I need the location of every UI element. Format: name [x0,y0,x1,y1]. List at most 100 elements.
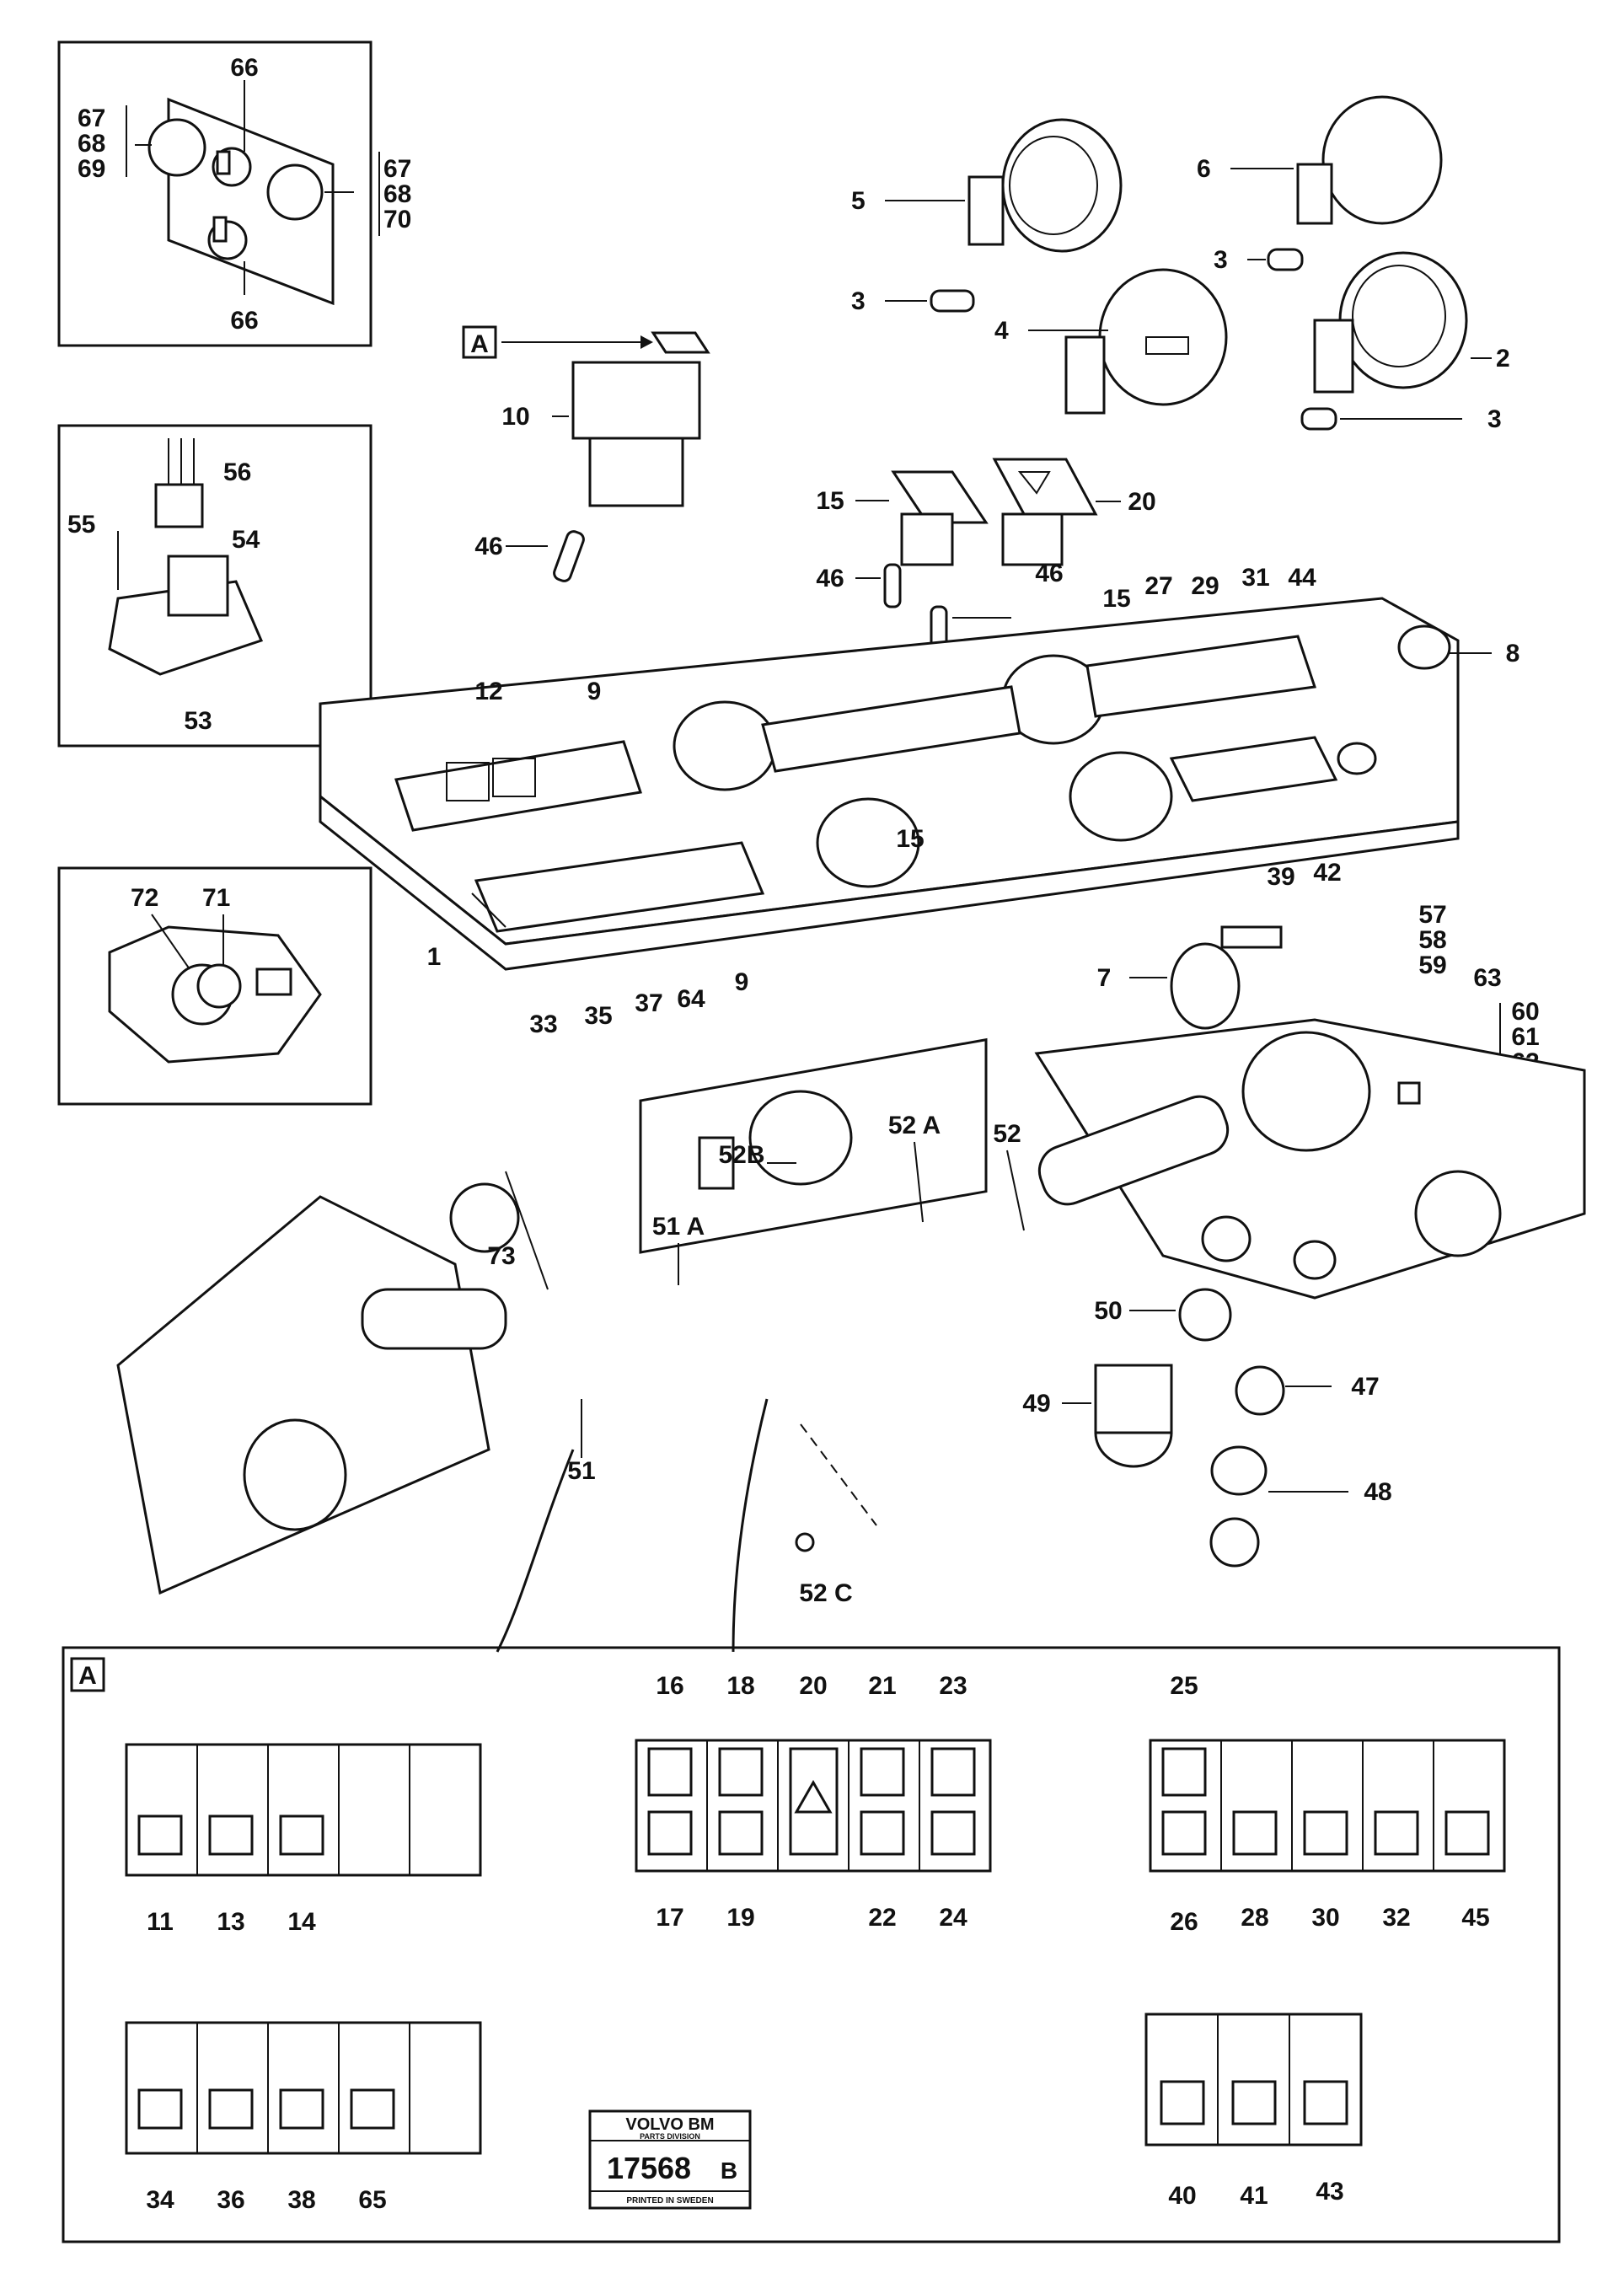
label-56: 56 [223,458,251,486]
hazard-triangle-icon [794,1779,833,1814]
parking-brake-icon [860,1810,905,1856]
label-45: 45 [1461,1904,1489,1932]
ignition-tacho-group: 7 57 58 59 63 60 61 62 [1034,901,1586,1300]
inset-switch-plate: 66 67 68 69 67 68 70 66 [57,40,411,347]
label-37: 37 [635,989,662,1017]
switch-strip-5: 40 41 43 [1144,2013,1363,2210]
label-20: 20 [799,1672,827,1700]
ref-a-top: A [470,330,489,358]
stamp-division: PARTS DIVISION [640,2132,700,2141]
oil-pressure-icon [930,1747,976,1797]
label-67-left: 67 [78,105,105,132]
label-15-right: 15 [1102,585,1130,613]
switch-strip-4: 34 36 38 65 [125,2021,482,2214]
label-63: 63 [1473,964,1501,992]
label-1: 1 [427,943,442,971]
label-7: 7 [1097,964,1112,992]
label-20-top: 20 [1128,488,1155,516]
label-30: 30 [1311,1904,1339,1932]
label-9-top: 9 [587,678,602,705]
label-14: 14 [287,1908,316,1936]
label-9-bottom: 9 [735,968,749,996]
label-31: 31 [1241,564,1269,592]
small-parts-group: 50 49 47 48 [1022,1288,1392,1568]
switch-strip-2: 16 18 20 21 23 17 19 22 24 [635,1672,992,1932]
ref-a-box [462,325,497,359]
horn-icon [279,2088,324,2130]
headlight-icon [718,1747,764,1797]
knob-icon [147,118,206,177]
label-70: 70 [383,206,411,233]
label-66-top: 66 [230,54,258,82]
label-4: 4 [994,317,1009,345]
stamp-number: 17568 [607,2151,691,2185]
battery-icon [930,1810,976,1856]
label-17: 17 [656,1904,683,1932]
volvo-stamp: VOLVO BM PARTS DIVISION 17568 B PRINTED … [588,2109,752,2210]
label-38: 38 [287,2186,315,2214]
switch-10-group: A 10 46 [462,325,710,582]
label-49: 49 [1022,1390,1050,1418]
label-12: 12 [474,678,502,705]
gear-warning-icon [208,2088,254,2130]
brake-icon [718,1810,764,1856]
label-21: 21 [868,1672,896,1700]
stamp-suffix: B [721,2157,737,2184]
label-26: 26 [1170,1908,1198,1936]
inset-lamp-socket: 72 71 [57,866,373,1106]
label-71: 71 [202,884,230,912]
dash-panel: 12 9 15 15 27 29 31 44 8 39 42 1 9 33 35… [319,564,1520,1038]
label-22: 22 [868,1904,896,1932]
label-34: 34 [146,2186,174,2214]
label-67-right: 67 [383,155,411,183]
label-69: 69 [78,155,105,183]
label-44: 44 [1288,564,1316,592]
label-16: 16 [656,1672,683,1700]
label-2: 2 [1496,345,1510,373]
label-41: 41 [1240,2182,1268,2210]
label-3-b: 3 [1214,246,1228,274]
label-52c: 52 C [799,1579,852,1607]
label-48: 48 [1364,1478,1391,1506]
work-light-icon [1303,2080,1348,2125]
label-8: 8 [1506,640,1520,667]
detail-panel-a: A 11 13 14 [62,1646,1561,2243]
label-57: 57 [1418,901,1446,929]
label-64: 64 [677,985,705,1013]
label-33: 33 [529,1010,557,1038]
label-27: 27 [1144,572,1172,600]
gear-warning-icon [647,1747,693,1797]
label-28: 28 [1241,1904,1268,1932]
heater-icon [350,2088,395,2130]
stamp-printed: PRINTED IN SWEDEN [626,2196,713,2206]
label-6: 6 [1197,155,1211,183]
label-39: 39 [1267,863,1294,891]
label-40: 40 [1168,2182,1196,2210]
label-35: 35 [584,1002,612,1030]
label-18: 18 [726,1672,754,1700]
label-43: 43 [1316,2178,1343,2206]
work-light-icon [1160,2080,1205,2125]
wiper-icon [208,1814,254,1856]
label-10: 10 [501,403,529,431]
label-58: 58 [1418,926,1446,954]
label-36: 36 [217,2186,244,2214]
label-25: 25 [1170,1672,1198,1700]
label-46-a: 46 [474,533,502,560]
inset-relay: 56 54 55 53 [57,424,373,748]
label-47: 47 [1351,1373,1379,1401]
wiper-icon [1374,1810,1419,1856]
label-29: 29 [1191,572,1219,600]
label-23: 23 [939,1672,967,1700]
label-3-c: 3 [1487,405,1502,433]
steering-column-group: 73 52B 51 A 52 A 52 51 52 C [116,1037,1230,1653]
label-42: 42 [1313,859,1341,887]
label-55: 55 [67,511,95,539]
label-24: 24 [939,1904,967,1932]
work-light-icon [1231,2080,1277,2125]
label-59: 59 [1418,951,1446,979]
label-13: 13 [217,1908,244,1936]
label-72: 72 [131,884,158,912]
